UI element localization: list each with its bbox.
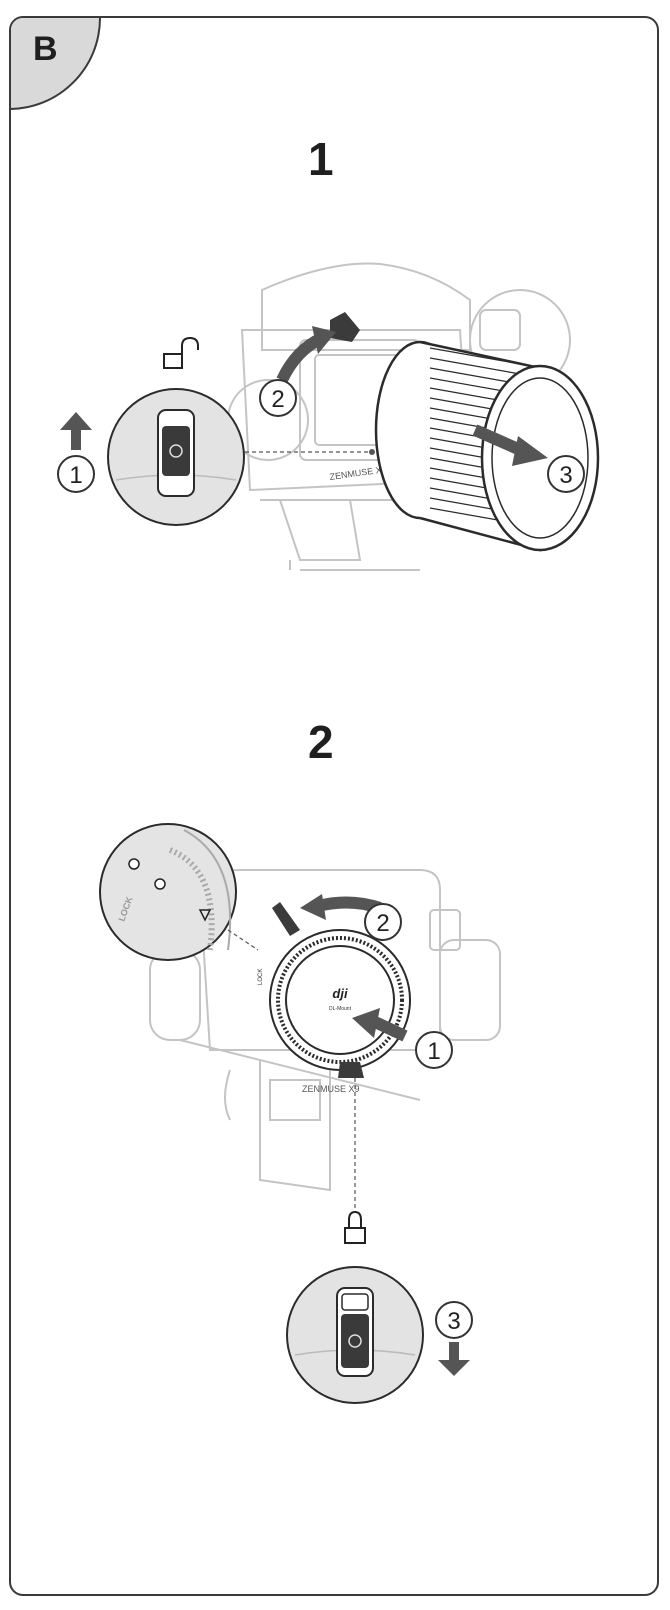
instruction-panel: B bbox=[9, 16, 659, 1596]
step-2-illustration: ZENMUSE X9 dji DL-Mount LOCK 2 1 LOCK bbox=[99, 823, 501, 1404]
camera-text: ZENMUSE X9 bbox=[329, 464, 387, 482]
step-1-illustration: ZENMUSE X9 2 3 1 bbox=[57, 262, 600, 571]
step-1-number: 1 bbox=[308, 133, 334, 185]
release-lever bbox=[330, 312, 360, 342]
lower-switch bbox=[338, 1062, 364, 1078]
step-2-number: 2 bbox=[308, 716, 334, 768]
callout-3-label: 3 bbox=[447, 1308, 460, 1335]
up-arrow bbox=[60, 412, 92, 444]
callout-1-label: 1 bbox=[427, 1038, 440, 1065]
cap-mount: DL-Mount bbox=[329, 1006, 352, 1012]
lens bbox=[374, 340, 600, 552]
callout-1-circle bbox=[415, 1031, 453, 1069]
upper-lever bbox=[272, 902, 300, 936]
callout-1-label: 1 bbox=[69, 462, 82, 489]
rotate-arrow bbox=[316, 896, 382, 914]
section-tab: B bbox=[11, 18, 101, 110]
callout-2-circle bbox=[259, 379, 297, 417]
down-arrow bbox=[449, 1342, 459, 1362]
section-letter: B bbox=[33, 30, 58, 68]
lock-icon bbox=[344, 1210, 366, 1244]
callout-2-label: 2 bbox=[271, 386, 284, 413]
body-text: ZENMUSE X9 bbox=[302, 1084, 360, 1094]
switch-zoom-locked bbox=[286, 1266, 424, 1404]
callout-3-circle bbox=[435, 1301, 473, 1339]
callout-3-label: 3 bbox=[559, 462, 572, 489]
mount-lock-label: LOCK bbox=[258, 969, 264, 985]
callout-1-circle bbox=[57, 455, 95, 493]
mount-zoom-detail: LOCK bbox=[99, 823, 237, 961]
callout-2-label: 2 bbox=[376, 910, 389, 937]
cap-brand: dji bbox=[332, 986, 348, 1001]
callout-3-circle bbox=[547, 455, 585, 493]
zoom-leader-line bbox=[227, 929, 259, 951]
insert-arrow bbox=[372, 1016, 408, 1042]
switch-zoom-unlocked bbox=[107, 388, 245, 526]
callout-2-circle bbox=[364, 903, 402, 941]
unlock-icon bbox=[163, 336, 199, 369]
